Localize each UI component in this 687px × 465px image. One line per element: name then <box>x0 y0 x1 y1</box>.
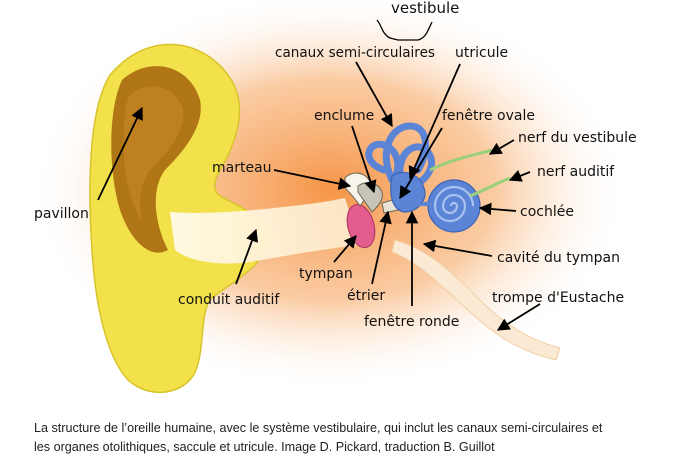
label-enclume: enclume <box>314 108 374 124</box>
label-conduit: conduit auditif <box>178 292 280 308</box>
label-trompe: trompe d'Eustache <box>492 290 624 306</box>
eustachian-tube-shape <box>391 239 561 361</box>
arrow-cavite <box>422 239 493 257</box>
arrow-tympan <box>333 235 357 263</box>
label-utricule: utricule <box>455 45 508 61</box>
label-fenetre-ovale: fenêtre ovale <box>442 108 535 124</box>
arrow-nerf-auditif <box>508 169 531 182</box>
arrow-conduit <box>235 228 258 285</box>
label-nerf-auditif: nerf auditif <box>537 164 615 180</box>
label-cavite: cavité du tympan <box>497 250 620 266</box>
arrow-fenetre-ovale <box>399 127 443 200</box>
label-canaux: canaux semi-circulaires <box>275 45 435 61</box>
cochlea-shape <box>418 179 481 233</box>
label-nerf-vestibule: nerf du vestibule <box>518 130 637 146</box>
figure-caption: La structure de l’oreille humaine, avec … <box>34 419 674 457</box>
arrow-trompe <box>496 303 541 331</box>
arrow-enclume <box>351 125 377 194</box>
arrow-utricule <box>408 63 461 180</box>
caption-line-2: les organes otolithiques, saccule et utr… <box>34 440 495 454</box>
vestibular-nerve-shape <box>429 148 493 172</box>
label-etrier: étrier <box>347 288 385 304</box>
label-tympan: tympan <box>299 266 353 282</box>
arrow-canaux <box>355 61 393 128</box>
arrow-cochlee <box>478 202 517 216</box>
arrow-etrier <box>371 210 392 285</box>
ear-canal-shape <box>170 198 360 264</box>
arrow-pavillon <box>97 106 143 201</box>
caption-line-1: La structure de l’oreille humaine, avec … <box>34 421 603 435</box>
label-fenetre-ronde: fenêtre ronde <box>364 314 459 330</box>
label-marteau: marteau <box>212 160 272 176</box>
label-pavillon: pavillon <box>34 206 89 222</box>
label-vestibule: vestibule <box>391 0 459 17</box>
auditive-nerve-shape <box>469 176 511 198</box>
arrow-nerf-vestibule <box>488 139 515 155</box>
label-cochlee: cochlée <box>520 204 574 220</box>
arrow-marteau <box>273 169 352 190</box>
vestibule-bracket <box>376 19 433 41</box>
